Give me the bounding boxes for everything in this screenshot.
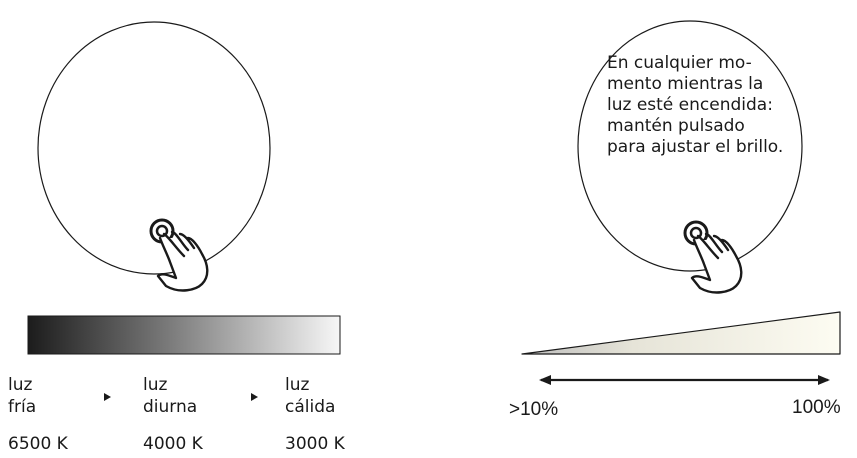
- stop-arrow-icon-1: [104, 393, 111, 401]
- brightness-min-label: >10%: [509, 399, 559, 420]
- instruction-line: luz esté encendida:: [607, 95, 773, 115]
- instruction-line: para ajustar el brillo.: [607, 137, 784, 157]
- instruction-line: mento mientras la: [607, 74, 764, 94]
- stop-3-label: luz cálida: [285, 375, 336, 417]
- brightness-instruction-text: En cualquier mo- mento mientras la luz e…: [607, 53, 807, 158]
- stop-2-label: luz diurna: [143, 375, 198, 417]
- brightness-max-label: 100%: [792, 397, 841, 418]
- instruction-line: En cualquier mo-: [607, 53, 752, 73]
- left-lamp-circle: [37, 21, 271, 275]
- instruction-line: mantén pulsado: [607, 116, 745, 136]
- left-tap-hand-icon: [149, 218, 209, 292]
- stop-3-kelvin: 3000 K: [285, 434, 345, 454]
- right-tap-hand-icon: [683, 220, 743, 294]
- stop-1-kelvin: 6500 K: [8, 434, 68, 454]
- stop-arrow-icon-2: [251, 393, 258, 401]
- right-lamp-circle: [577, 20, 803, 272]
- stop-2-kelvin: 4000 K: [143, 434, 203, 454]
- stop-1-label: luz fría: [8, 375, 37, 417]
- color-temperature-gradient-bar: [27, 315, 341, 355]
- brightness-wedge: [521, 311, 841, 355]
